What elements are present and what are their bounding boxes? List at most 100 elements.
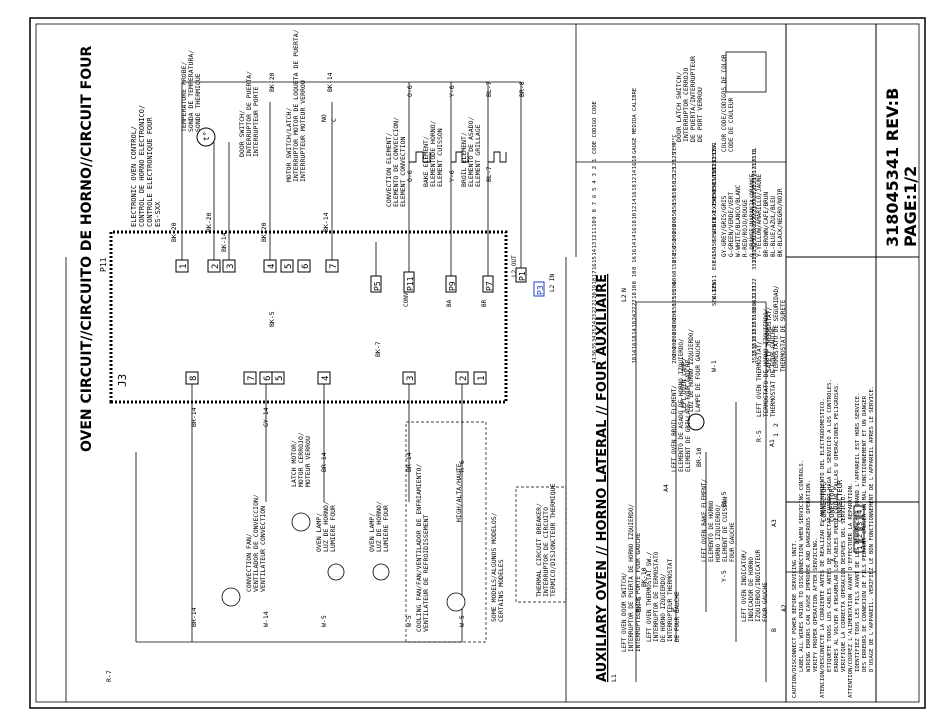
svg-text:ELEMENT DE GRILLAGE FOUR GAUCH: ELEMENT DE GRILLAGE FOUR GAUCHE — [685, 360, 692, 472]
svg-text:4: 4 — [856, 510, 864, 514]
wire-table-cell: 22 — [632, 307, 638, 314]
wire-table-cell: 10 — [632, 213, 638, 220]
wire-table-cell: 25 — [592, 328, 598, 335]
wire-table-cell: 10 — [592, 220, 598, 227]
wire-table-cell: 2 — [592, 166, 598, 169]
wire-table-cell: 5252 — [752, 235, 758, 248]
svg-text:ELEMENTO DE ASADO/: ELEMENTO DE ASADO/ — [467, 116, 475, 187]
wire-table-cell: 3122 — [752, 293, 758, 306]
svg-text:CONNECTOR/: CONNECTOR/ — [820, 480, 828, 522]
wire-table-cell: 14 — [592, 248, 598, 255]
svg-text:ERRORES AL VOLVER A ENSAMBLAR: ERRORES AL VOLVER A ENSAMBLAR LOS CABLES… — [834, 382, 840, 672]
svg-text:P11: P11 — [406, 276, 415, 291]
wire-table-cell: 34 — [592, 335, 598, 342]
svg-text:B: B — [770, 628, 778, 632]
wire-table-cell: 200 — [672, 346, 678, 356]
svg-text:LEFT OVEN THERMOSTAT SW./: LEFT OVEN THERMOSTAT SW./ — [646, 551, 653, 642]
wire-table-cell: 16 — [632, 249, 638, 256]
wire-table-cell: 200 — [672, 231, 678, 241]
svg-text:W-WHITE/BLANCO/BLANC: W-WHITE/BLANCO/BLANC — [735, 184, 742, 257]
wire-table-cell: 14 — [632, 327, 638, 334]
svg-text:LUZ DE HORNO/: LUZ DE HORNO/ — [322, 501, 330, 552]
svg-text:LEFT OVEN INDICATOR/: LEFT OVEN INDICATOR/ — [741, 549, 748, 622]
wire-table-cell: SEW-1 — [712, 210, 718, 227]
svg-text:BR-8: BR-8 — [518, 81, 526, 97]
wire-table-cell: 8 — [592, 209, 598, 212]
svg-text:THERMAL CIRCUIT BREAKER/: THERMAL CIRCUIT BREAKER/ — [535, 503, 543, 597]
svg-text:LEFT OVEN BROIL ELEMENT/: LEFT OVEN BROIL ELEMENT/ — [671, 385, 678, 472]
wire-table-cell: 24 — [632, 313, 638, 320]
svg-text:LABEL ALL WIRES PRIOR TO DISCO: LABEL ALL WIRES PRIOR TO DISCONNECTION W… — [799, 460, 805, 672]
aux-wire-labels: W-1 BR-10 BL-5 Y-5 R-5 BK-5 BK-10 L1 L2 … — [610, 288, 788, 682]
svg-text:L1: L1 — [610, 674, 618, 682]
wire-table-cell: 4 — [592, 180, 598, 184]
svg-text:DOOR LATCH SWITCH/: DOOR LATCH SWITCH/ — [675, 71, 683, 142]
wire-table-cell: 22 — [632, 299, 638, 306]
wire-table-cell: 18 — [632, 321, 638, 328]
svg-text:O-6: O-6 — [406, 170, 414, 182]
svg-text:W-5: W-5 — [458, 615, 466, 627]
svg-text:6: 6 — [301, 264, 311, 269]
svg-text:THERMOSTAT DE SURETE: THERMOSTAT DE SURETE — [780, 299, 787, 372]
svg-text:TERMOSTATO DE HORNO IZQUIERDO/: TERMOSTATO DE HORNO IZQUIERDO/ — [763, 308, 770, 417]
svg-text:TERMOSTATO DE SEGURIDAD/: TERMOSTATO DE SEGURIDAD/ — [773, 285, 780, 372]
wire-table-header: CODE CODIGO CODE — [592, 101, 598, 154]
svg-text:BL-BLUE/AZUL/BLEU: BL-BLUE/AZUL/BLEU — [770, 195, 777, 257]
svg-text:ELEMENTO DE HORNO: ELEMENTO DE HORNO — [708, 500, 715, 562]
wire-table-cell: 3173 — [752, 170, 758, 183]
wire-table-cell: CL1251 — [712, 157, 718, 177]
wire-table-cell: EXL-150 — [712, 168, 718, 191]
svg-text:SOME MODELS/ALGUNOS MODELOS/: SOME MODELS/ALGUNOS MODELOS/ — [490, 512, 498, 622]
svg-text:BA: BA — [446, 299, 453, 307]
wire-table-cell: 5108 — [752, 307, 758, 320]
p11-label: P11 — [99, 257, 108, 272]
wire-table-cell: 3321 — [752, 192, 758, 205]
wire-table-cell: 6 — [592, 195, 598, 198]
svg-text:BR-14: BR-14 — [190, 607, 198, 627]
svg-text:LUZ DE HORNO IZQUIERDO/: LUZ DE HORNO IZQUIERDO/ — [688, 329, 695, 412]
door-latch-label: DOOR LATCH SWITCH/ INTERRUPTOR CERROJO D… — [675, 56, 704, 142]
wire-table-cell: 3173 — [752, 149, 758, 162]
svg-text:P9: P9 — [448, 281, 457, 291]
svg-text:BR-14: BR-14 — [320, 452, 328, 472]
svg-text:ELECTRONIC OVEN CONTROL/: ELECTRONIC OVEN CONTROL/ — [130, 126, 138, 227]
svg-text:7: 7 — [329, 264, 339, 269]
wire-table-cell: 14 — [632, 234, 638, 241]
svg-text:TERMICO/DISJONCTEUR THERMIQUE: TERMICO/DISJONCTEUR THERMIQUE — [549, 483, 557, 597]
svg-text:L2 IN: L2 IN — [549, 274, 556, 292]
svg-text:2: 2 — [772, 423, 780, 427]
wire-table-cell: 3321 — [752, 250, 758, 263]
wire-table-cell: 20 — [592, 292, 598, 299]
svg-text:VERIFIQUE LA CORRECTA OPERACIO: VERIFIQUE LA CORRECTA OPERACION DESPUES … — [841, 494, 847, 673]
wire-table-cell: 200 — [672, 354, 678, 364]
wire-table-cell: 14 — [632, 349, 638, 356]
svg-text:BR: BR — [481, 299, 488, 307]
svg-text:5: 5 — [284, 264, 294, 269]
wire-table-cell: 3173 — [752, 156, 758, 169]
svg-text:INTERRUPTOR DE PUERTA DE HORNO: INTERRUPTOR DE PUERTA DE HORNO IZQUIERDO… — [628, 504, 635, 652]
svg-text:HORNO IZQUIERDO/: HORNO IZQUIERDO/ — [715, 504, 722, 562]
svg-text:VENTILATEUR DE REFROIDISSEMENT: VENTILATEUR DE REFROIDISSEMENT — [422, 515, 430, 632]
svg-text:CONV: CONV — [403, 292, 410, 307]
wire-table-cell: CL1251 — [712, 142, 718, 162]
svg-text:CODE DE COULEUR: CODE DE COULEUR — [728, 97, 735, 152]
wire-table-cell: 36 — [592, 350, 598, 357]
wire-table-cell: 250 — [672, 238, 678, 248]
output-pins: P5 P11 P9 P7 P1 P3 — [370, 267, 545, 297]
wire-table-cell: 150 — [672, 303, 678, 313]
svg-text:CERTAINS MODELES: CERTAINS MODELES — [497, 559, 505, 622]
svg-text:R-5: R-5 — [755, 430, 763, 442]
svg-text:VENTILADOR DE CONVECCION/: VENTILADOR DE CONVECCION/ — [252, 494, 260, 592]
svg-text:O-6: O-6 — [406, 85, 414, 97]
wire-labels-lower: BR-14 GY-14 BR-14 BR-14 R-6 BR-14 W-14 W… — [105, 407, 466, 682]
svg-text:TEMPERATURE PROBE/: TEMPERATURE PROBE/ — [180, 61, 188, 132]
svg-text:ELEMENTODE HORNO/: ELEMENTODE HORNO/ — [429, 120, 437, 187]
svg-text:3: 3 — [226, 264, 236, 269]
door-latch-switch-icon — [725, 51, 767, 93]
svg-text:FOUR GAUCHE: FOUR GAUCHE — [729, 522, 736, 562]
wire-table-cell: 16 — [592, 263, 598, 270]
wire-table-cell: 200 — [672, 217, 678, 227]
wire-table-cell: 16 — [632, 163, 638, 170]
wire-table-cell: 150 — [672, 260, 678, 270]
svg-text:DES ERREURS DE CONNEXION DE FI: DES ERREURS DE CONNEXION DE FILS PEUVENT… — [862, 395, 868, 672]
